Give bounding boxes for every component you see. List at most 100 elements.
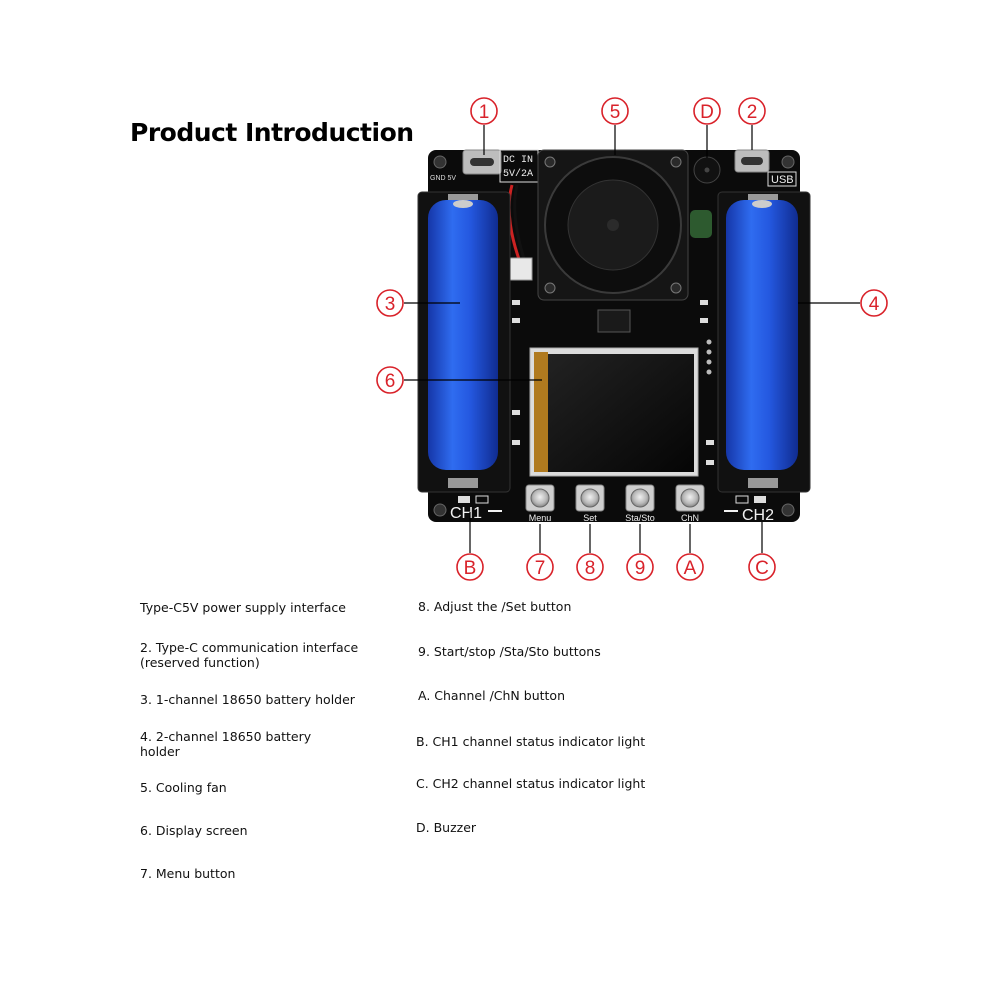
svg-text:4: 4 xyxy=(869,294,880,315)
callout-7: 7 xyxy=(526,553,554,581)
description-1: Type-C5V power supply interface xyxy=(140,600,346,615)
ch1-label: CH1 xyxy=(450,505,482,522)
callout-9: 9 xyxy=(626,553,654,581)
fan-wire xyxy=(513,184,527,263)
chn-button-label: ChN xyxy=(681,513,699,523)
smd-component xyxy=(700,300,708,305)
screw-icon xyxy=(781,155,795,169)
gnd-5v-label: GND 5V xyxy=(430,175,456,182)
svg-text:7: 7 xyxy=(535,558,546,579)
smd-component xyxy=(512,440,520,445)
svg-text:1: 1 xyxy=(479,102,490,123)
type-c-usb-port-slot xyxy=(741,157,763,165)
callout-leaders xyxy=(404,125,860,553)
description-b: B. CH1 channel status indicator light xyxy=(416,734,646,749)
callout-c: C xyxy=(748,553,776,581)
svg-text:8: 8 xyxy=(585,558,596,579)
svg-text:3: 3 xyxy=(385,294,396,315)
ch2-status-led-mark xyxy=(735,495,749,504)
callout-3: 3 xyxy=(376,289,404,317)
description-d: D. Buzzer xyxy=(416,820,477,835)
description-8: 8. Adjust the /Set button xyxy=(418,599,572,614)
battery-ch2-terminal xyxy=(752,200,772,208)
display-screen xyxy=(548,354,694,472)
description-c: C. CH2 channel status indicator light xyxy=(416,776,646,791)
ch2-label: CH2 xyxy=(742,507,774,524)
description-7: 7. Menu button xyxy=(140,866,236,881)
battery-holder-ch1-contact xyxy=(448,478,478,488)
fan-connector xyxy=(507,257,533,281)
chn-button[interactable] xyxy=(675,484,705,512)
svg-text:B: B xyxy=(464,558,477,579)
fan-screw-icon xyxy=(670,156,682,168)
smd-component xyxy=(706,440,714,445)
menu-button-label: Menu xyxy=(529,513,552,523)
callout-4: 4 xyxy=(860,289,888,317)
usb-label: USB xyxy=(771,174,794,186)
callout-b: B xyxy=(456,553,484,581)
svg-text:9: 9 xyxy=(635,558,646,579)
cooling-fan-center xyxy=(607,219,619,231)
ch2-status-led xyxy=(754,496,766,503)
header-pin xyxy=(706,349,712,355)
callout-8: 8 xyxy=(576,553,604,581)
set-button-label: Set xyxy=(583,513,597,523)
header-pin xyxy=(706,339,712,345)
callout-1: 1 xyxy=(470,97,498,125)
ch1-underline xyxy=(488,510,502,512)
sta-sto-button[interactable] xyxy=(625,484,655,512)
svg-text:2: 2 xyxy=(747,102,758,123)
svg-text:5: 5 xyxy=(610,102,621,123)
screw-icon xyxy=(781,503,795,517)
svg-text:D: D xyxy=(700,102,714,123)
svg-text:C: C xyxy=(755,558,769,579)
buzzer-hole xyxy=(704,167,710,173)
battery-holder-ch1-contact xyxy=(448,194,478,204)
battery-ch1 xyxy=(428,200,498,470)
callout-a: A xyxy=(676,553,704,581)
description-a: A. Channel /ChN button xyxy=(418,688,565,703)
callout-d: D xyxy=(693,97,721,125)
smd-component xyxy=(512,318,520,323)
header-pin xyxy=(706,359,712,365)
description-9: 9. Start/stop /Sta/Sto buttons xyxy=(418,644,601,659)
battery-holder-ch2-contact xyxy=(748,478,778,488)
svg-text:6: 6 xyxy=(385,371,396,392)
dc-in-rating: 5V/2A xyxy=(503,168,533,180)
description-4: 4. 2-channel 18650 battery holder xyxy=(140,729,312,759)
set-button[interactable] xyxy=(575,484,605,512)
smd-component xyxy=(512,300,520,305)
screw-icon xyxy=(433,503,447,517)
usb-label-box xyxy=(767,171,797,187)
fan-screw-icon xyxy=(670,282,682,294)
svg-text:A: A xyxy=(684,558,697,579)
ic-chip xyxy=(597,309,631,333)
ch1-status-led-mark xyxy=(475,495,489,504)
battery-ch1-terminal xyxy=(453,200,473,208)
display-screen-ribbon xyxy=(534,352,548,472)
smd-component xyxy=(512,410,520,415)
fan-screw-icon xyxy=(544,156,556,168)
callout-6: 6 xyxy=(376,366,404,394)
callout-2: 2 xyxy=(738,97,766,125)
ch2-underline xyxy=(724,510,738,512)
callout-5: 5 xyxy=(601,97,629,125)
screw-icon xyxy=(433,155,447,169)
description-3: 3. 1-channel 18650 battery holder xyxy=(140,692,355,707)
page-title: Product Introduction xyxy=(130,118,414,147)
description-2: 2. Type-C communication interface (reser… xyxy=(140,640,359,670)
smd-component xyxy=(700,318,708,323)
header-pin xyxy=(706,369,712,375)
smd-component xyxy=(706,460,714,465)
description-5: 5. Cooling fan xyxy=(140,780,227,795)
battery-ch2 xyxy=(726,200,798,470)
type-c-power-port-slot xyxy=(470,158,494,166)
sta-sto-button-label: Sta/Sto xyxy=(625,513,655,523)
battery-holder-ch2-contact xyxy=(748,194,778,204)
ch1-status-led xyxy=(458,496,470,503)
description-6: 6. Display screen xyxy=(140,823,248,838)
capacitor xyxy=(690,210,712,238)
menu-button[interactable] xyxy=(525,484,555,512)
dc-in-label: DC IN xyxy=(503,155,533,166)
